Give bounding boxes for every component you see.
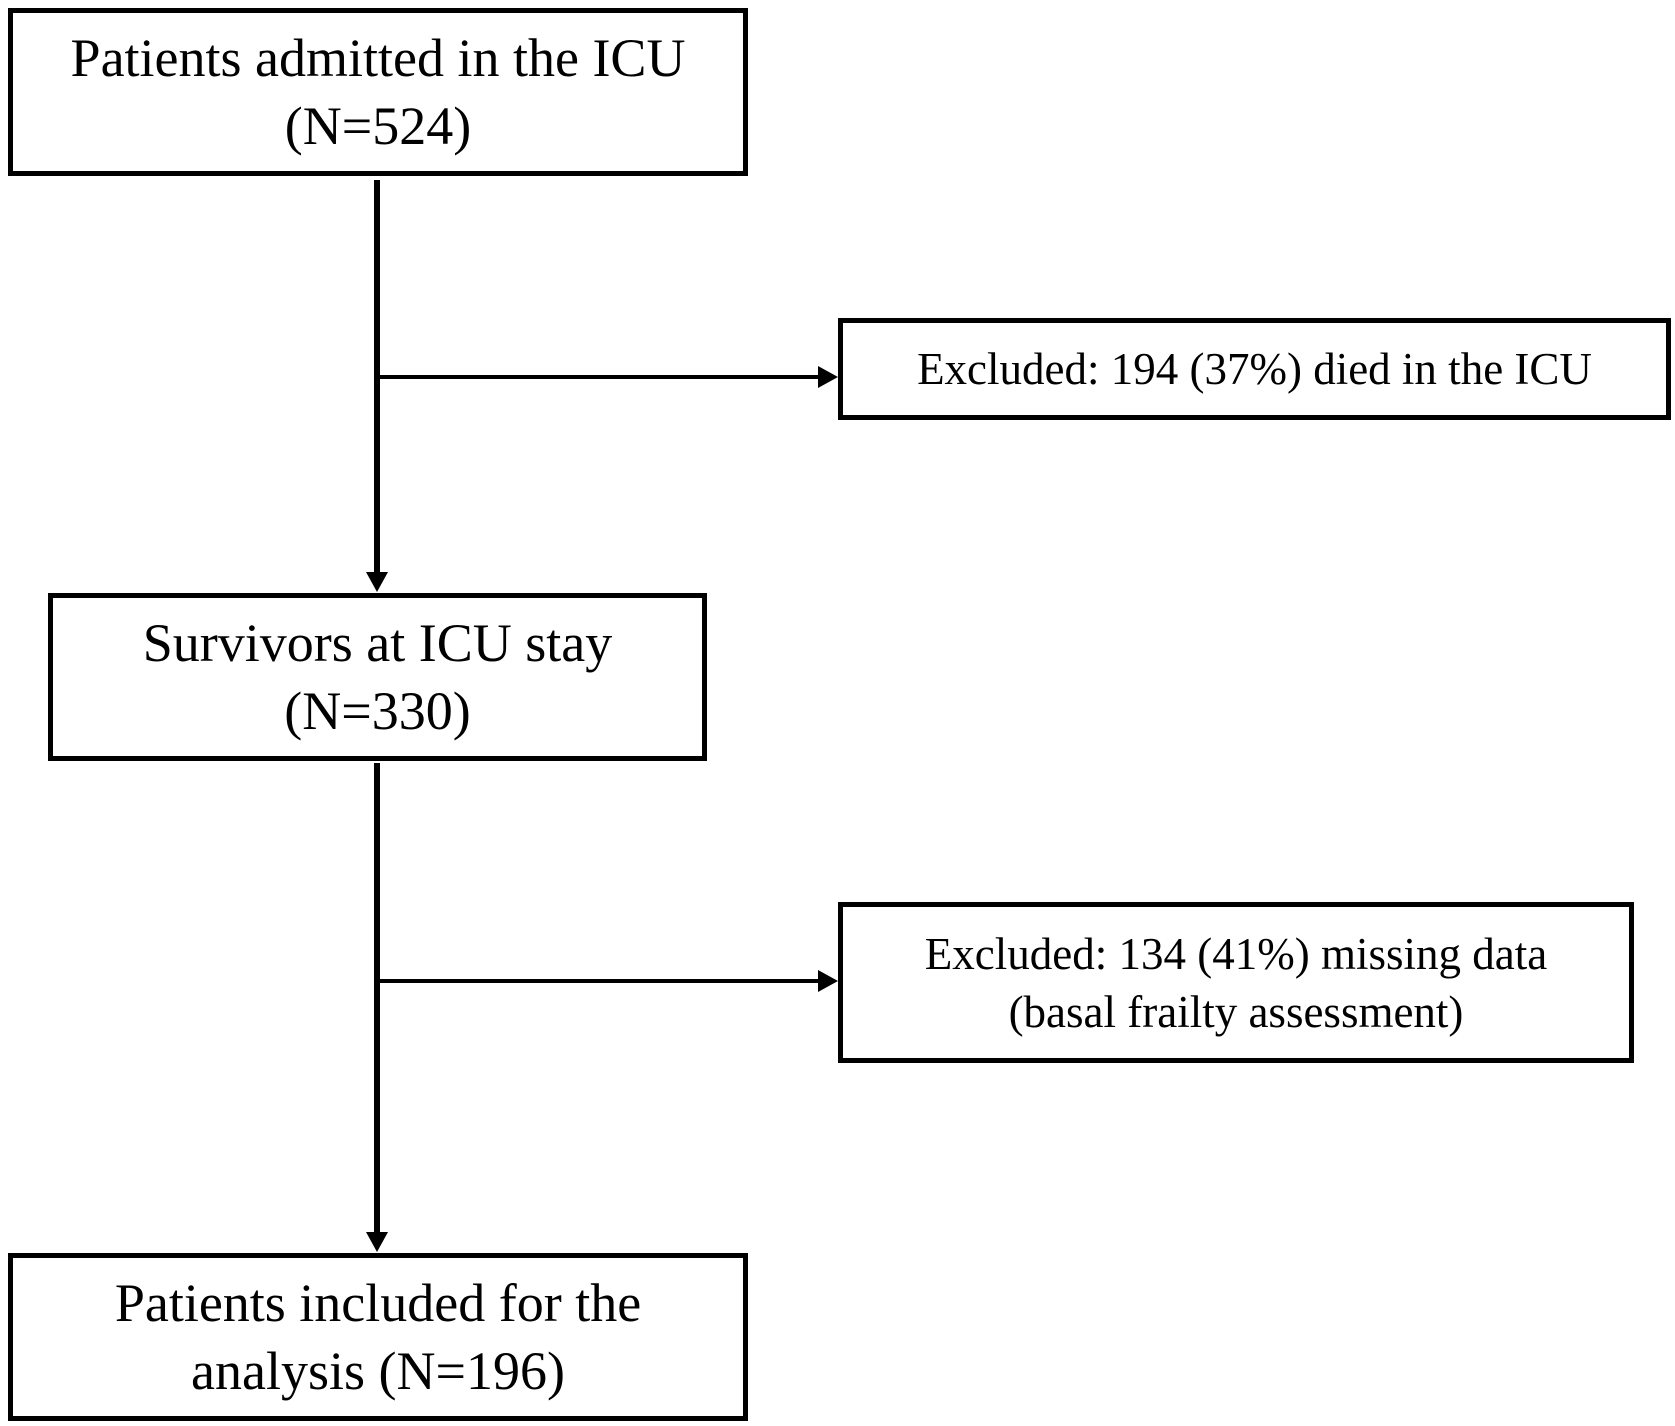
box-excluded-died-text: Excluded: 194 (37%) died in the ICU [917, 344, 1592, 394]
box-patients-included-title: Patients included for the [114, 1273, 642, 1333]
box-excluded-missing-text: Excluded: 134 (41%) missing data [924, 928, 1548, 979]
box-patients-included-count: analysis (N=196) [191, 1341, 565, 1401]
box-survivors-count: (N=330) [284, 681, 471, 741]
arrowhead-excluded-died [818, 366, 838, 388]
box-survivors: Survivors at ICU stay (N=330) [48, 593, 707, 761]
box-patients-included: Patients included for the analysis (N=19… [8, 1253, 748, 1421]
box-patients-admitted-count: (N=524) [284, 96, 472, 156]
box-excluded-missing-reason: (basal frailty assessment) [1008, 986, 1464, 1037]
arrowhead-survivors [366, 572, 388, 592]
box-survivors-title: Survivors at ICU stay [142, 613, 613, 673]
arrowhead-included [366, 1232, 388, 1252]
box-patients-admitted: Patients admitted in the ICU (N=524) [8, 8, 748, 176]
arrowhead-excluded-missing [818, 970, 838, 992]
box-patients-admitted-title: Patients admitted in the ICU [70, 28, 686, 88]
box-excluded-missing: Excluded: 134 (41%) missing data (basal … [838, 902, 1634, 1063]
box-excluded-died: Excluded: 194 (37%) died in the ICU [838, 318, 1671, 420]
